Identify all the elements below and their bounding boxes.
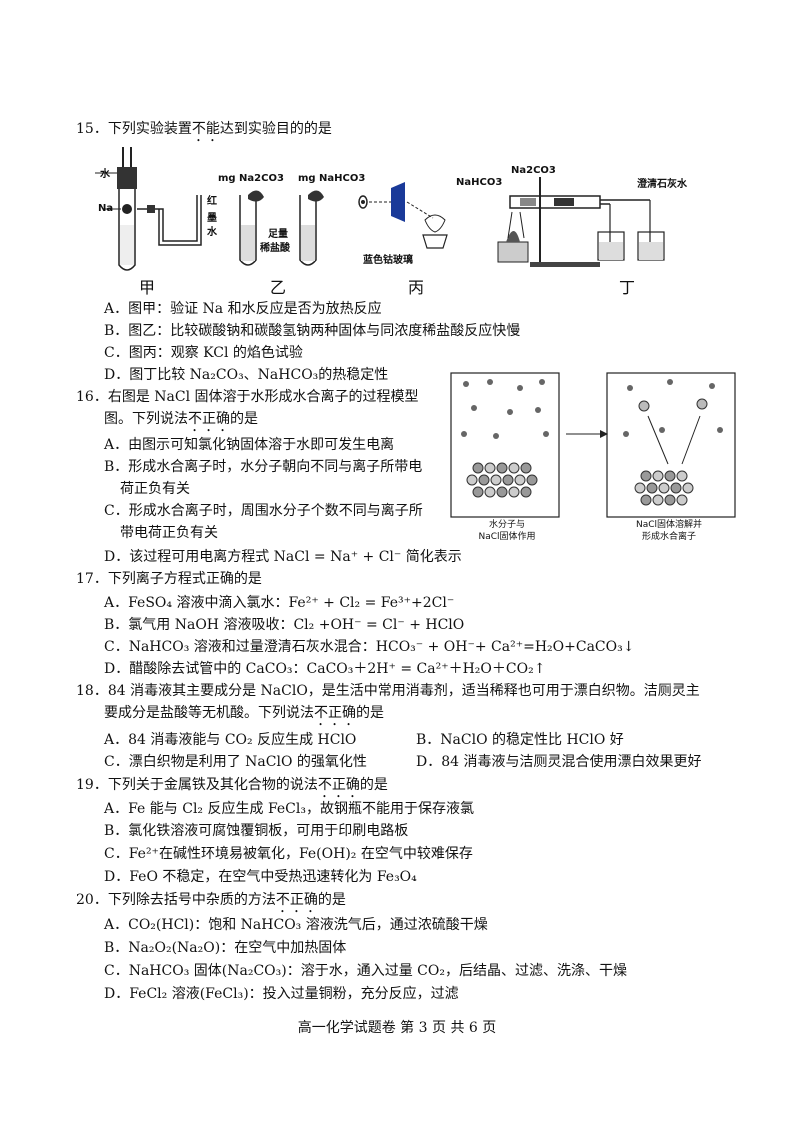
- emphasis-text: 不正确: [275, 892, 318, 908]
- label-na: Na: [98, 203, 114, 214]
- q15-option-d: D．图丁比较 Na₂CO₃、NaHCO₃的热稳定性: [104, 367, 389, 383]
- q16-option-b-cont: 荷正负有关: [120, 481, 190, 497]
- emphasis-text: 不正确: [314, 705, 356, 721]
- question-stem-end: 达到实验目的的是: [219, 121, 332, 137]
- question-19: 19．下列关于金属铁及其化合物的说法不正确的是: [76, 774, 388, 801]
- figure-label-ding: 丁: [619, 278, 636, 297]
- question-stem-end: 的是: [356, 705, 384, 721]
- apparatus-yi: [239, 190, 324, 266]
- q19-option-c: C．Fe²⁺在碱性环境易被氧化，Fe(OH)₂ 在空气中较难保存: [104, 846, 473, 862]
- apparatus-jia: [95, 147, 202, 271]
- question-stem-end: 的是: [230, 411, 258, 427]
- q16-option-b: B．形成水合离子时，水分子朝向不同与离子所带电: [104, 459, 423, 475]
- question-stem: 下列离子方程式正确的是: [107, 571, 262, 587]
- q20-option-a: A．CO₂(HCl)：饱和 NaHCO₃ 溶液洗气后，通过浓硫酸干燥: [104, 917, 488, 933]
- question-16-line1: 16．右图是 NaCl 固体溶于水形成水合离子的过程模型: [76, 389, 419, 405]
- q18-option-b: B．NaClO 的稳定性比 HClO 好: [416, 732, 624, 748]
- q19-option-d: D．FeO 不稳定，在空气中受热迅速转化为 Fe₃O₄: [104, 869, 417, 885]
- q15-option-b: B．图乙：比较碳酸钠和碳酸氢钠两种固体与同浓度稀盐酸反应快慢: [104, 323, 521, 339]
- question-stem-end: 的是: [317, 892, 346, 908]
- q20-option-b: B．Na₂O₂(Na₂O)：在空气中加热固体: [104, 940, 347, 956]
- q16-option-c-cont: 带电荷正负有关: [120, 525, 218, 541]
- label-red-ink-2: 墨: [207, 213, 217, 224]
- question-stem: 下列除去括号中杂质的方法: [107, 892, 276, 908]
- question-number: 20．: [76, 892, 108, 908]
- q15-option-c: C．图丙：观察 KCl 的焰色试验: [104, 345, 303, 361]
- emphasis-text: 不正确: [317, 777, 360, 793]
- label-excess-acid-1: 足量: [268, 229, 288, 240]
- caption-right: NaCl固体溶解并 形成水合离子: [614, 519, 724, 543]
- q17-option-d: D．醋酸除去试管中的 CaCO₃：CaCO₃＋2H⁺ = Ca²⁺＋H₂O＋CO…: [104, 661, 546, 677]
- apparatus-bing: [358, 182, 448, 249]
- label-red-ink-1: 红: [207, 196, 217, 207]
- caption-left-line2: NaCl固体作用: [478, 532, 536, 542]
- question-stem: 要成分是盐酸等无机酸。下列说法: [104, 705, 314, 721]
- q18-option-c: C．漂白织物是利用了 NaClO 的强氧化性: [104, 754, 367, 770]
- caption-left-line1: 水分子与: [488, 520, 525, 530]
- caption-left: 水分子与 NaCl固体作用: [468, 519, 546, 543]
- q16-option-c: C．形成水合离子时，周围水分子个数不同与离子所: [104, 503, 423, 519]
- q18-option-d: D．84 消毒液与洁厕灵混合使用漂白效果更好: [416, 754, 702, 770]
- q17-option-a: A．FeSO₄ 溶液中滴入氯水：Fe²⁺ + Cl₂ = Fe³⁺+2Cl⁻: [104, 595, 455, 611]
- label-ding-na2co3: Na2CO3: [511, 165, 556, 176]
- label-excess-acid-2: 稀盐酸: [260, 243, 290, 254]
- q18-option-a: A．84 消毒液能与 CO₂ 反应生成 HClO: [104, 732, 357, 748]
- label-red-ink-3: 水: [207, 227, 217, 238]
- page-footer: 高一化学试题卷 第 3 页 共 6 页: [297, 1020, 497, 1036]
- q19-option-a: A．Fe 能与 Cl₂ 反应生成 FeCl₃，故钢瓶不能用于保存液氯: [104, 801, 474, 817]
- question-number: 17．: [76, 571, 108, 587]
- q20-option-d: D．FeCl₂ 溶液(FeCl₃)：投入过量铜粉，充分反应，过滤: [104, 986, 459, 1002]
- caption-right-line1: NaCl固体溶解并: [635, 520, 703, 530]
- question-16-line2: 图。下列说法不正确的是: [104, 408, 258, 435]
- question-stem-end: 的是: [359, 777, 388, 793]
- label-cobalt-glass: 蓝色钴玻璃: [363, 255, 413, 266]
- apparatus-ding: [497, 177, 665, 267]
- emphasis-text: 不能: [191, 121, 220, 137]
- figure-label-jia: 甲: [139, 278, 156, 297]
- q20-option-c: C．NaHCO₃ 固体(Na₂CO₃)：溶于水，通入过量 CO₂，后结晶、过滤、…: [104, 963, 627, 979]
- emphasis-text: 不正确: [188, 411, 230, 427]
- figure-label-bing: 丙: [408, 278, 425, 297]
- question-stem: 图。下列说法: [104, 411, 188, 427]
- q17-option-b: B．氯气用 NaOH 溶液吸收：Cl₂ +OH⁻ = Cl⁻ + HClO: [104, 617, 465, 633]
- label-water: 水: [100, 169, 110, 180]
- label-na2co3: mg Na2CO3: [218, 173, 284, 184]
- question-stem: 下列实验装置: [107, 121, 192, 137]
- label-limewater: 澄清石灰水: [637, 179, 687, 190]
- figure-label-yi: 乙: [270, 278, 287, 297]
- label-ding-nahco3: NaHCO3: [456, 177, 503, 188]
- q17-option-c: C．NaHCO₃ 溶液和过量澄清石灰水混合：HCO₃⁻ + OH⁻+ Ca²⁺=…: [104, 639, 635, 655]
- question-number: 19．: [76, 777, 108, 793]
- question-stem: 下列关于金属铁及其化合物的说法: [107, 777, 318, 793]
- q19-option-b: B．氯化铁溶液可腐蚀覆铜板，可用于印刷电路板: [104, 823, 409, 839]
- question-number: 15．: [76, 121, 108, 137]
- question-18-line1: 18．84 消毒液其主要成分是 NaClO，是生活中常用消毒剂，适当稀释也可用于…: [76, 683, 700, 699]
- question-17: 17．下列离子方程式正确的是: [76, 568, 262, 590]
- question-18-line2: 要成分是盐酸等无机酸。下列说法不正确的是: [104, 702, 384, 729]
- question-15: 15．下列实验装置不能达到实验目的的是: [76, 118, 332, 145]
- q16-option-d: D．该过程可用电离方程式 NaCl = Na⁺ + Cl⁻ 简化表示: [104, 549, 462, 565]
- caption-right-line2: 形成水合离子: [641, 532, 696, 542]
- question-20: 20．下列除去括号中杂质的方法不正确的是: [76, 889, 346, 916]
- q15-option-a: A．图甲：验证 Na 和水反应是否为放热反应: [104, 301, 382, 317]
- q16-option-a: A．由图示可知氯化钠固体溶于水即可发生电离: [104, 437, 395, 453]
- nacl-dissolution-diagram: [450, 372, 736, 518]
- label-nahco3: mg NaHCO3: [298, 173, 366, 184]
